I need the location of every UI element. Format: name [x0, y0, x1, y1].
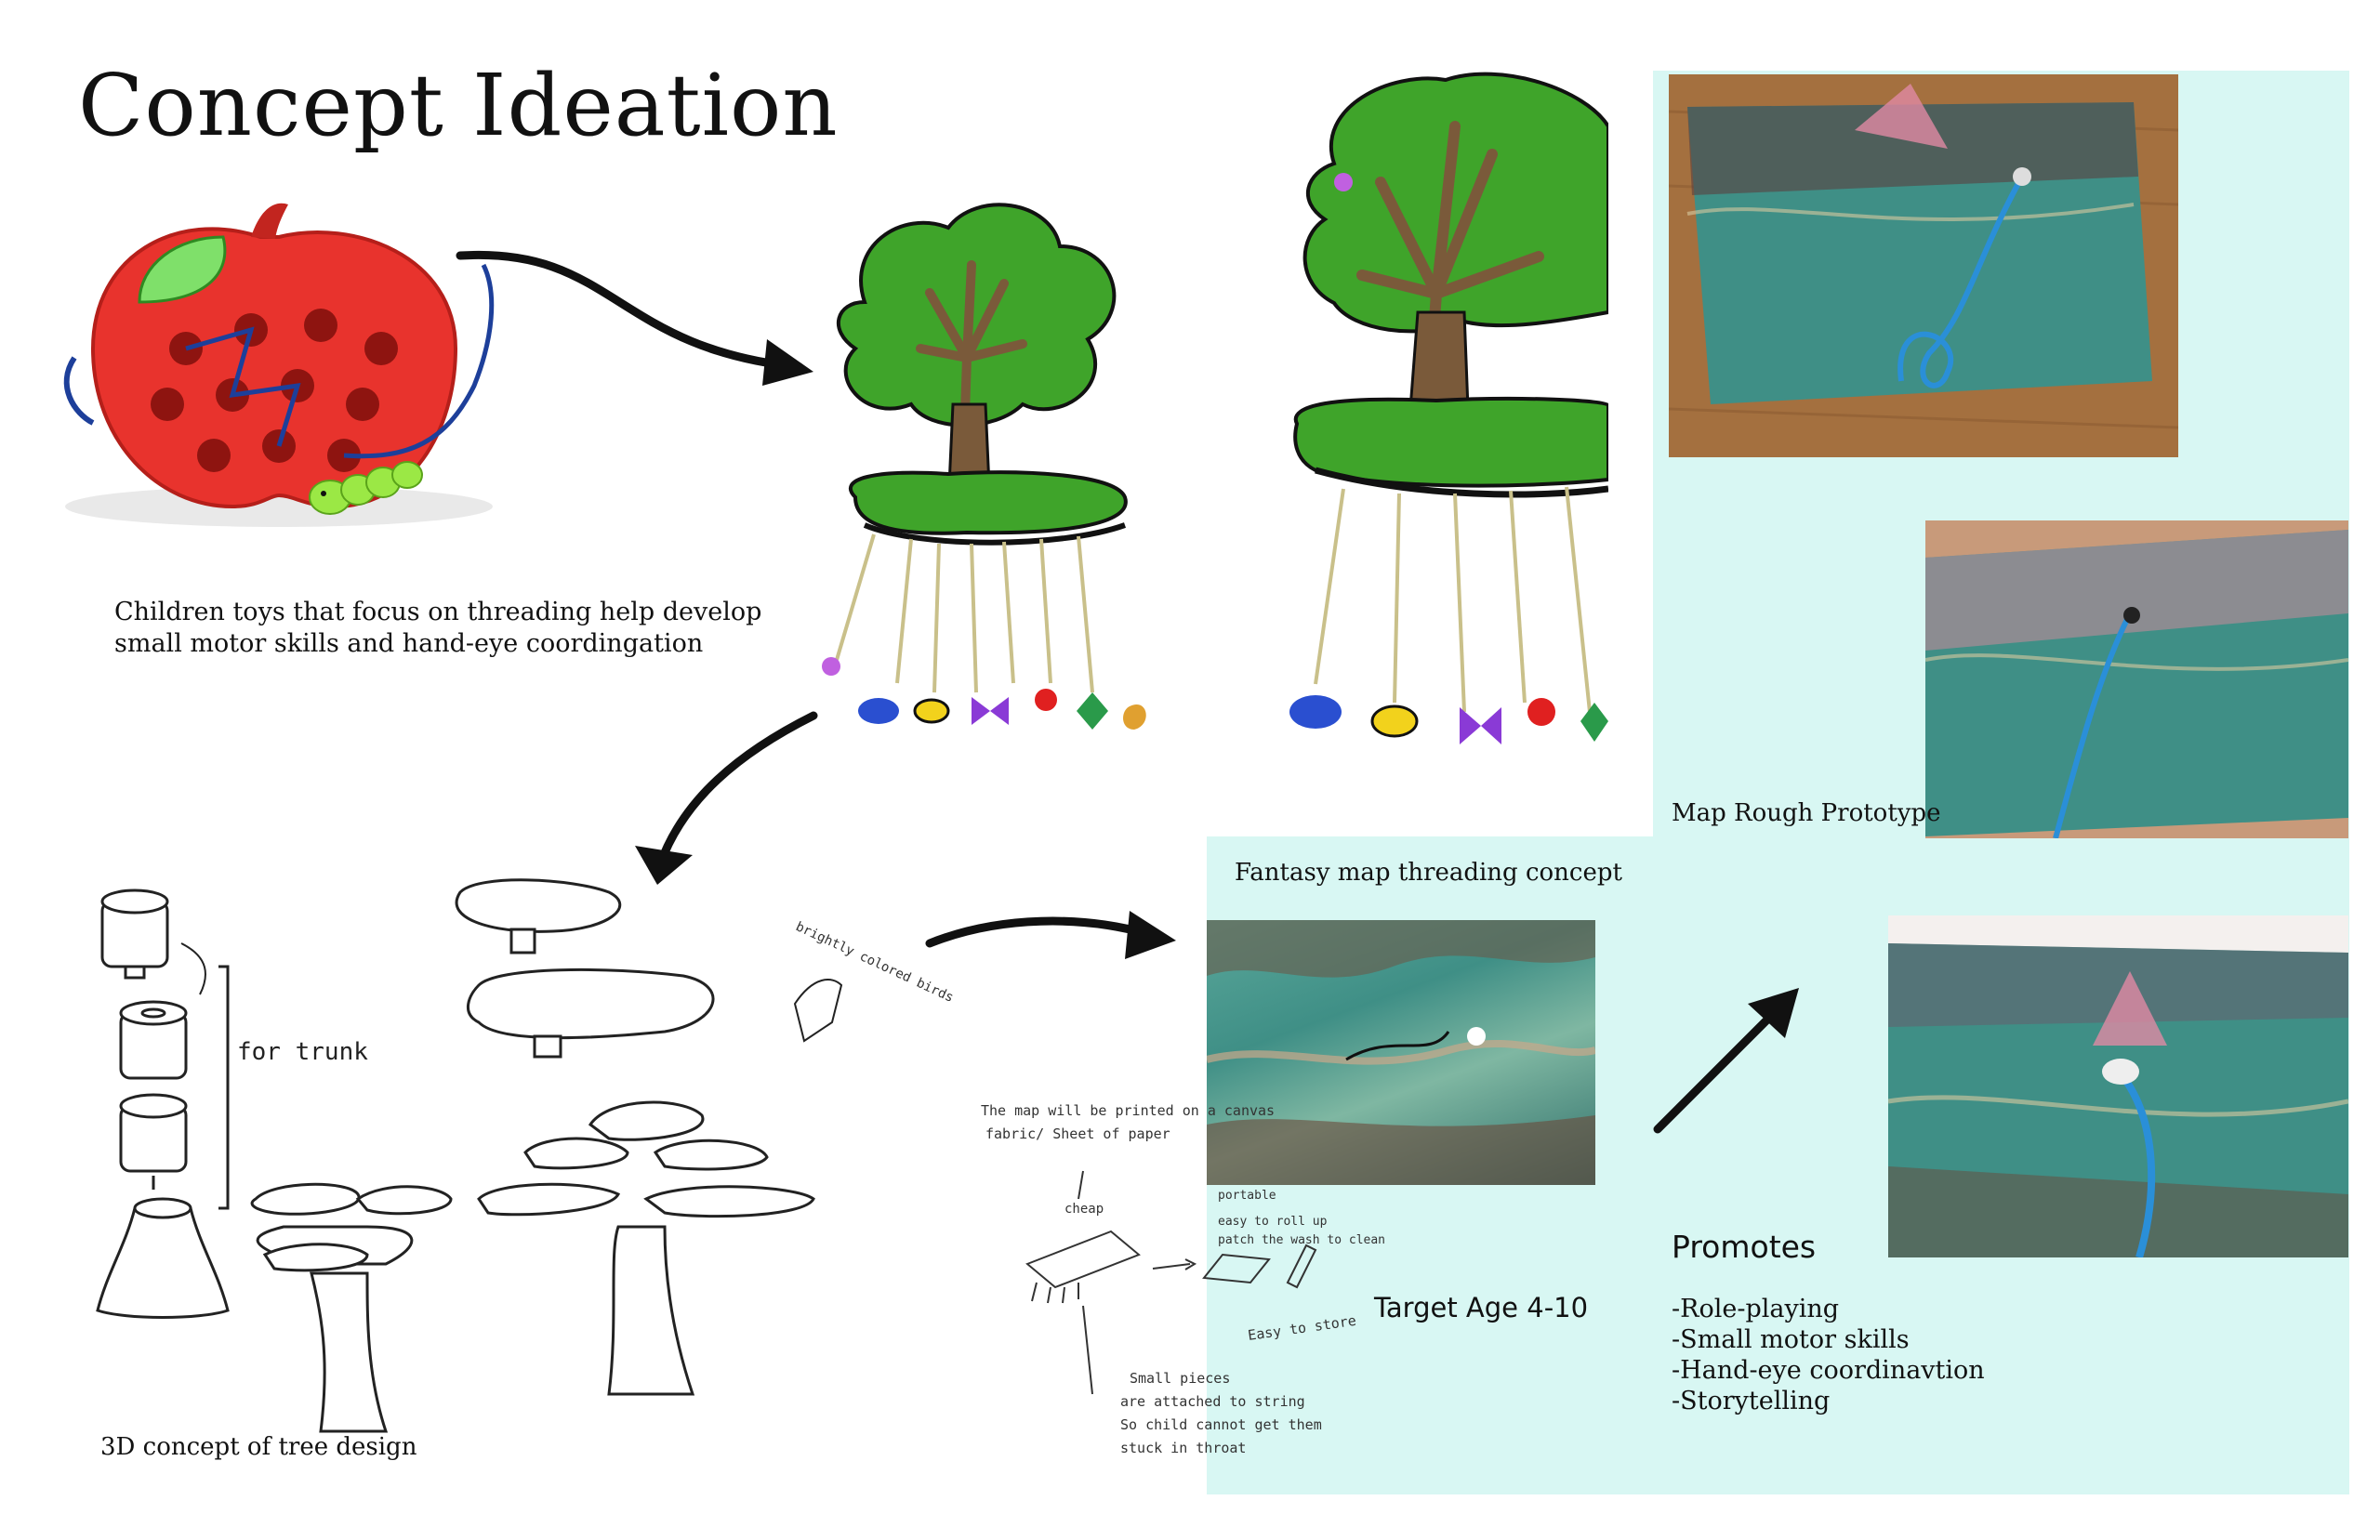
- easy-store-note: Easy to store: [1247, 1312, 1357, 1344]
- toys-caption-line-1: Children toys that focus on threading he…: [114, 598, 762, 626]
- promotes-item-2: -Small motor skills: [1672, 1325, 1910, 1354]
- fantasy-map-caption: Fantasy map threading concept: [1235, 859, 1622, 887]
- arrow-map-to-prototype: [1653, 988, 1799, 1134]
- map-planning-sketch: The map will be printed on a canvas fabr…: [981, 1102, 1385, 1456]
- easy-roll-note: easy to roll up: [1218, 1215, 1328, 1229]
- map-note-1: The map will be printed on a canvas: [981, 1102, 1275, 1119]
- threading-tree-closeup-illustration: [1289, 72, 1608, 744]
- apple-threading-toy-image: [63, 203, 495, 527]
- cheap-note: cheap: [1064, 1202, 1104, 1217]
- page-title: Concept Ideation: [78, 56, 839, 155]
- threading-tree-illustration: [822, 203, 1146, 730]
- small-pieces-note-2: are attached to string: [1120, 1393, 1305, 1410]
- arrow-tree-to-3d: [635, 711, 818, 885]
- small-pieces-note-1: Small pieces: [1130, 1370, 1230, 1387]
- promotes-item-4: -Storytelling: [1672, 1387, 1831, 1415]
- map-prototype-photo-1: [1669, 74, 2178, 457]
- small-pieces-note-3: So child cannot get them: [1120, 1416, 1322, 1433]
- promotes-list: -Role-playing -Small motor skills -Hand-…: [1672, 1294, 1985, 1416]
- map-prototype-photo-2: [1925, 520, 2348, 838]
- map-prototype-caption: Map Rough Prototype: [1672, 799, 1941, 827]
- arrow-3d-to-map: [925, 911, 1176, 959]
- tree-3d-caption: 3D concept of tree design: [100, 1433, 417, 1461]
- 3d-tree-sketch: for trunk brightly colored birds sit in …: [96, 878, 953, 1433]
- map-note-2: fabric/ Sheet of paper: [985, 1125, 1170, 1142]
- fantasy-map-photo: [1207, 920, 1595, 1185]
- promotes-heading: Promotes: [1672, 1229, 1817, 1265]
- toys-caption: Children toys that focus on threading he…: [114, 597, 761, 660]
- wash-note: patch the wash to clean: [1218, 1233, 1385, 1247]
- promotes-item-1: -Role-playing: [1672, 1295, 1840, 1323]
- portable-note: portable: [1218, 1189, 1276, 1203]
- map-prototype-photo-3: [1888, 915, 2348, 1257]
- small-pieces-note-4: stuck in throat: [1120, 1440, 1246, 1456]
- arrow-toy-to-tree: [456, 250, 813, 386]
- target-age-label: Target Age 4-10: [1374, 1292, 1589, 1323]
- promotes-item-3: -Hand-eye coordinavtion: [1672, 1356, 1985, 1385]
- toys-caption-line-2: small motor skills and hand-eye coording…: [114, 629, 704, 658]
- for-trunk-note: for trunk: [237, 1038, 368, 1066]
